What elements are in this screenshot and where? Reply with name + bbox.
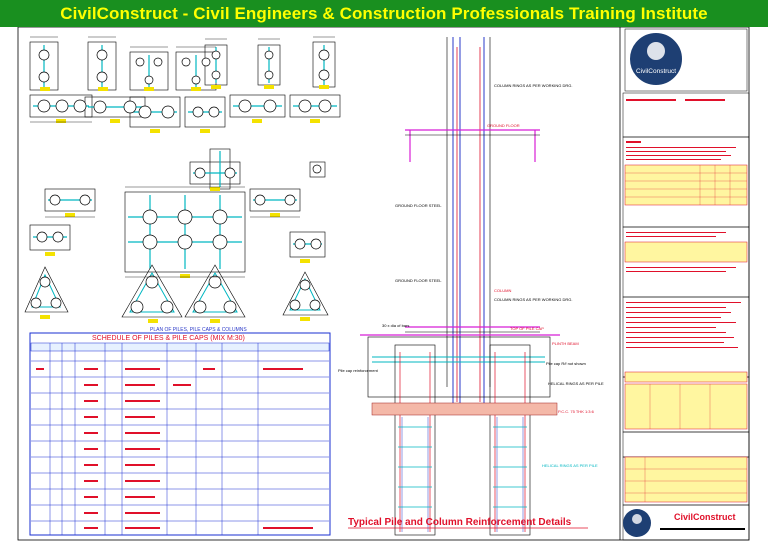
plan-caption: PLAN OF PILES, PILE CAPS & COLUMNS	[150, 327, 247, 333]
pcc-layer	[371, 402, 558, 416]
label-plinth-beam: PLINTH BEAM	[552, 341, 579, 346]
header-banner: CivilConstruct - Civil Engineers & Const…	[0, 0, 768, 27]
logo-text: CivilConstruct	[636, 68, 676, 75]
label-ground-floor-steel-1: GROUND FLOOR STEEL	[395, 203, 442, 208]
title-block: CivilConstruct	[622, 28, 750, 541]
drawing-sheet: PLAN OF PILES, PILE CAPS & COLUMNS SCHED…	[17, 27, 750, 541]
label-helical-rings-pile: HELICAL RINGS AS PER PILE	[542, 463, 598, 468]
label-top-of-pile-cap: TOP OF PILE CAP	[510, 326, 544, 331]
footer-logo-icon	[632, 514, 642, 524]
label-pile-cap-reinforcement: Pile cap reinforcement	[338, 368, 379, 373]
label-helical-rings-cap: HELICAL RINGS AS PER PILE	[548, 381, 604, 386]
label-note-dia: 30 x dia of bars	[382, 323, 409, 328]
label-column-rings-top: COLUMN RINGS AS PER WORKING DRG.	[494, 83, 572, 88]
section-caption: Typical Pile and Column Reinforcement De…	[348, 517, 572, 528]
pile-schedule-table: SCHEDULE OF PILES & PILE CAPS (MIX M:30)	[29, 332, 331, 536]
label-column: COLUMN	[494, 288, 511, 293]
logo-icon	[647, 42, 665, 60]
banner-title: CivilConstruct - Civil Engineers & Const…	[60, 3, 708, 23]
label-ground-floor-steel-2: GROUND FLOOR STEEL	[395, 278, 442, 283]
pile-cap-plan: PLAN OF PILES, PILE CAPS & COLUMNS	[24, 36, 341, 333]
pile-column-section: COLUMN RINGS AS PER WORKING DRG. GROUND …	[338, 37, 604, 536]
label-ground-floor-top: GROUND FLOOR	[487, 123, 520, 128]
label-column-rings-mid: COLUMN RINGS AS PER WORKING DRG.	[494, 297, 572, 302]
footer-brand-text: CivilConstruct	[674, 512, 736, 522]
label-pile-cap-not-shown: Pile cap R/f not shown	[546, 361, 586, 366]
label-pcc: P.C.C. 75 THK 1:3:6	[558, 409, 595, 414]
footer-address-line	[660, 528, 745, 530]
schedule-title: SCHEDULE OF PILES & PILE CAPS (MIX M:30)	[92, 335, 245, 342]
